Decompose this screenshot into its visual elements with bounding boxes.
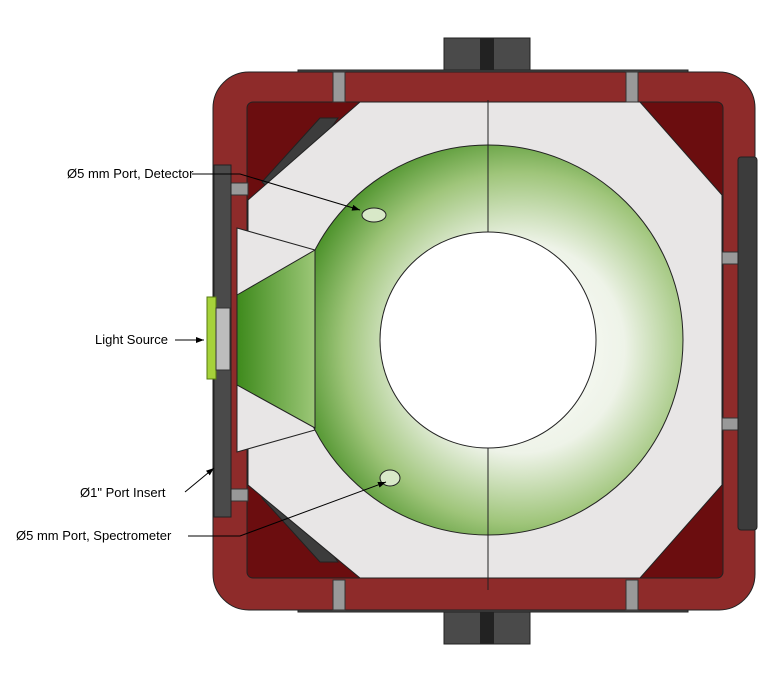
label-light-source: Light Source [95,332,168,347]
leader-port-insert [184,467,215,493]
light-source-window [215,307,231,371]
leader-spectrometer [188,481,387,537]
label-detector-port: Ø5 mm Port, Detector [67,166,194,181]
label-port-insert: Ø1" Port Insert [80,485,166,500]
light-source-lamp [206,296,217,380]
leader-detector [192,173,361,211]
screws [229,71,753,611]
detector-port [361,207,387,223]
right-port-plate [737,156,758,531]
entrance-cone [236,249,316,429]
sphere-opening [379,231,597,449]
label-spectrometer-port: Ø5 mm Port, Spectrometer [16,528,172,543]
